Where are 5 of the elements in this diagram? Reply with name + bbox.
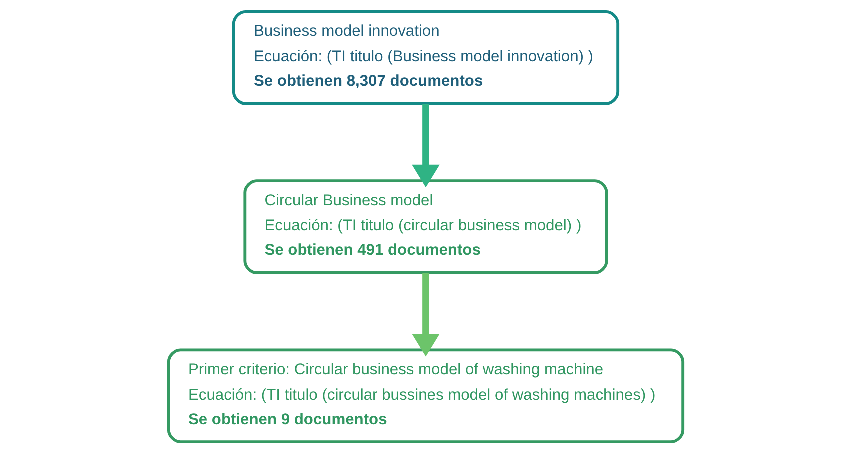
arrow (412, 104, 440, 188)
node-box: Primer criterio: Circular business model of washing machine Ecuación: (TI titulo (circular bussines model of washing machines) ) Se obtienen 9 documentos (167, 348, 685, 444)
node-box: Circular Business model Ecuación: (TI titulo (circular business model) ) Se obtienen 491 documentos (244, 180, 608, 274)
node-box: Business model innovation Ecuación: (TI titulo (Business model innovation) ) Se obtienen 8,307 documentos (232, 10, 620, 106)
arrow (412, 273, 440, 357)
